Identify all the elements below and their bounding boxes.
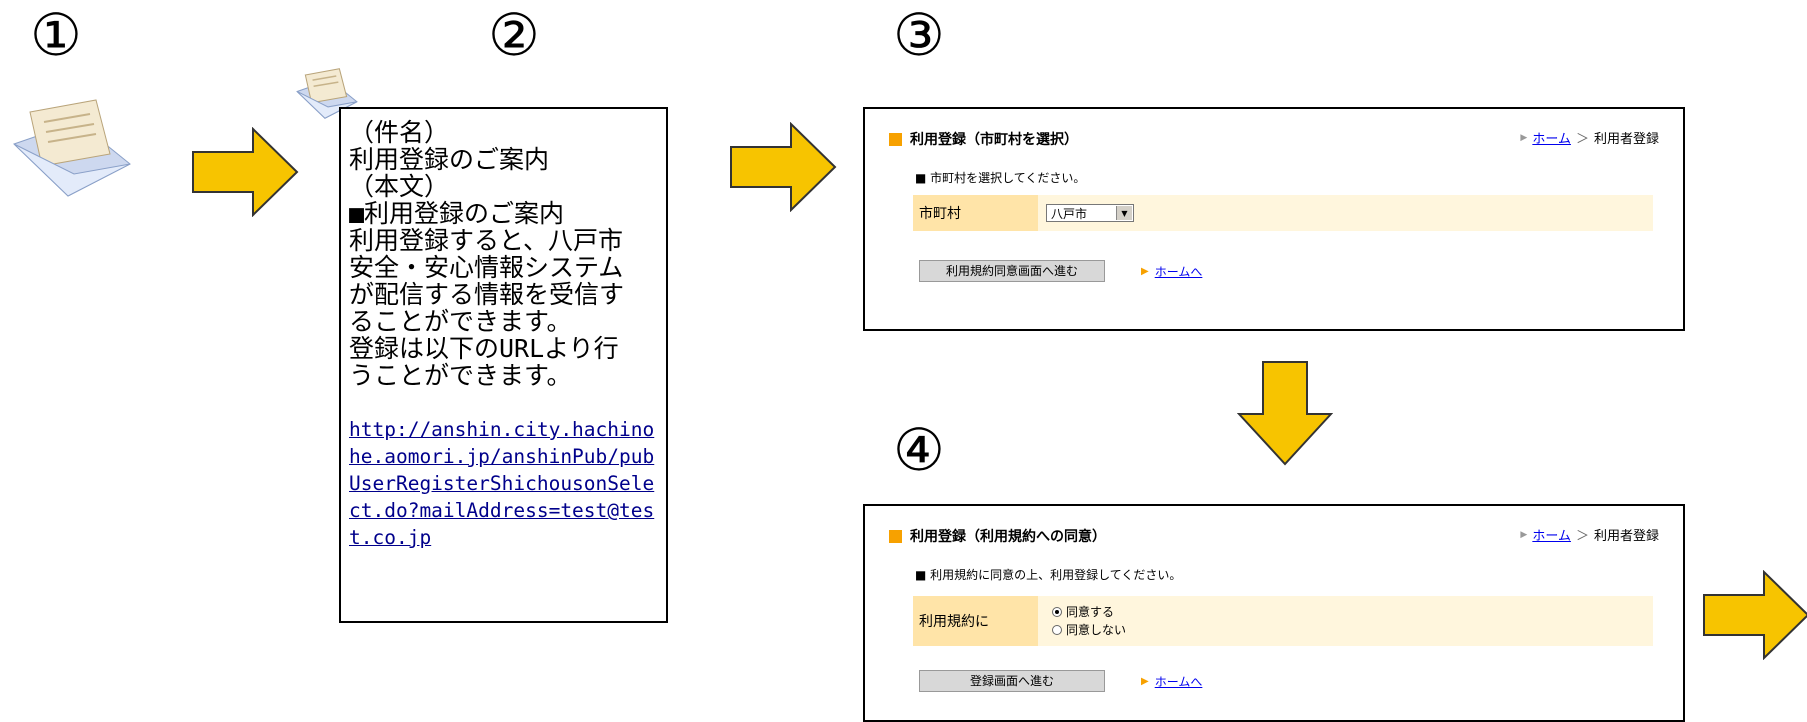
terms-row: 利用規約に 同意する 同意しない xyxy=(913,596,1653,646)
disagree-label: 同意しない xyxy=(1066,623,1127,637)
mail-line: ることができます。 xyxy=(349,307,572,336)
municipality-select-panel: 利用登録（市町村を選択） ▶ ホーム ＞ 利用者登録 ■ 市町村を選択してくださ… xyxy=(863,107,1685,331)
step-number-2: ② xyxy=(488,1,540,69)
mail-line: （件名） xyxy=(349,118,450,147)
panel-title-text: 利用登録（市町村を選択） xyxy=(910,132,1078,148)
triangle-icon: ▶ xyxy=(1141,266,1149,277)
panel-title-text: 利用登録（利用規約への同意） xyxy=(910,529,1106,545)
registration-url-link[interactable]: http://anshin.city.hachinohe.aomori.jp/a… xyxy=(349,418,655,549)
home-link[interactable]: ホームへ xyxy=(1154,675,1203,689)
municipality-row: 市町村 八戸市 ▼ xyxy=(913,195,1653,231)
mail-line: うことができます。 xyxy=(349,361,572,390)
mail-line: 安全・安心情報システム xyxy=(349,253,624,282)
home-link-row: ▶ ホームへ xyxy=(1141,263,1202,280)
triangle-icon: ▶ xyxy=(1141,676,1149,687)
proceed-registration-button[interactable]: 登録画面へ進む xyxy=(919,670,1105,692)
mail-line: ■利用登録のご案内 xyxy=(349,199,565,228)
home-link[interactable]: ホームへ xyxy=(1154,265,1203,279)
breadcrumb-separator: ＞ xyxy=(1575,529,1589,544)
municipality-label: 市町村 xyxy=(913,195,1038,231)
triangle-icon: ▶ xyxy=(1520,132,1528,143)
step-number-1: ① xyxy=(30,1,82,69)
breadcrumb-home-link[interactable]: ホーム xyxy=(1532,529,1571,544)
step-number-3: ③ xyxy=(893,1,945,69)
panel-title: 利用登録（利用規約への同意） xyxy=(889,526,1106,546)
envelope-small-icon xyxy=(296,68,358,119)
mail-line: 登録は以下のURLより行 xyxy=(349,334,619,363)
breadcrumb-separator: ＞ xyxy=(1575,132,1589,147)
breadcrumb: ▶ ホーム ＞ 利用者登録 xyxy=(1520,525,1659,544)
disagree-radio[interactable] xyxy=(1052,625,1062,635)
mail-line: （本文） xyxy=(349,172,450,201)
municipality-select[interactable]: 八戸市 ▼ xyxy=(1046,204,1134,222)
mail-line: 利用登録すると、八戸市 xyxy=(349,226,624,255)
terms-agreement-panel: 利用登録（利用規約への同意） ▶ ホーム ＞ 利用者登録 ■ 利用規約に同意の上… xyxy=(863,504,1685,722)
municipality-select-value: 八戸市 xyxy=(1051,206,1088,221)
arrow-right-3 xyxy=(1703,570,1807,660)
breadcrumb-current: 利用者登録 xyxy=(1593,132,1659,147)
title-square-icon xyxy=(889,132,902,146)
proceed-terms-button[interactable]: 利用規約同意画面へ進む xyxy=(919,260,1105,282)
title-square-icon xyxy=(889,529,902,543)
panel-title: 利用登録（市町村を選択） xyxy=(889,129,1078,149)
mail-line: 利用登録のご案内 xyxy=(349,145,550,174)
home-link-row: ▶ ホームへ xyxy=(1141,673,1202,690)
arrow-down xyxy=(1237,361,1333,466)
breadcrumb-current: 利用者登録 xyxy=(1593,529,1659,544)
chevron-down-icon[interactable]: ▼ xyxy=(1116,206,1132,220)
instruction-text: ■ 利用規約に同意の上、利用登録してください。 xyxy=(915,568,1182,582)
breadcrumb: ▶ ホーム ＞ 利用者登録 xyxy=(1520,128,1659,147)
step-number-4: ④ xyxy=(893,416,945,484)
disagree-option[interactable]: 同意しない xyxy=(1052,621,1126,639)
agree-option[interactable]: 同意する xyxy=(1052,603,1126,621)
terms-radio-group: 同意する 同意しない xyxy=(1052,603,1126,639)
mail-body-box: （件名） 利用登録のご案内 （本文） ■利用登録のご案内 利用登録すると、八戸市… xyxy=(339,107,668,623)
breadcrumb-home-link[interactable]: ホーム xyxy=(1532,132,1571,147)
agree-radio[interactable] xyxy=(1052,607,1062,617)
triangle-icon: ▶ xyxy=(1520,529,1528,540)
instruction-text: ■ 市町村を選択してください。 xyxy=(915,171,1086,185)
arrow-right-1 xyxy=(192,127,299,217)
terms-label: 利用規約に xyxy=(913,596,1038,646)
mail-line: が配信する情報を受信す xyxy=(349,280,625,309)
envelope-icon xyxy=(13,99,131,197)
arrow-right-2 xyxy=(730,122,837,212)
agree-label: 同意する xyxy=(1066,605,1115,619)
